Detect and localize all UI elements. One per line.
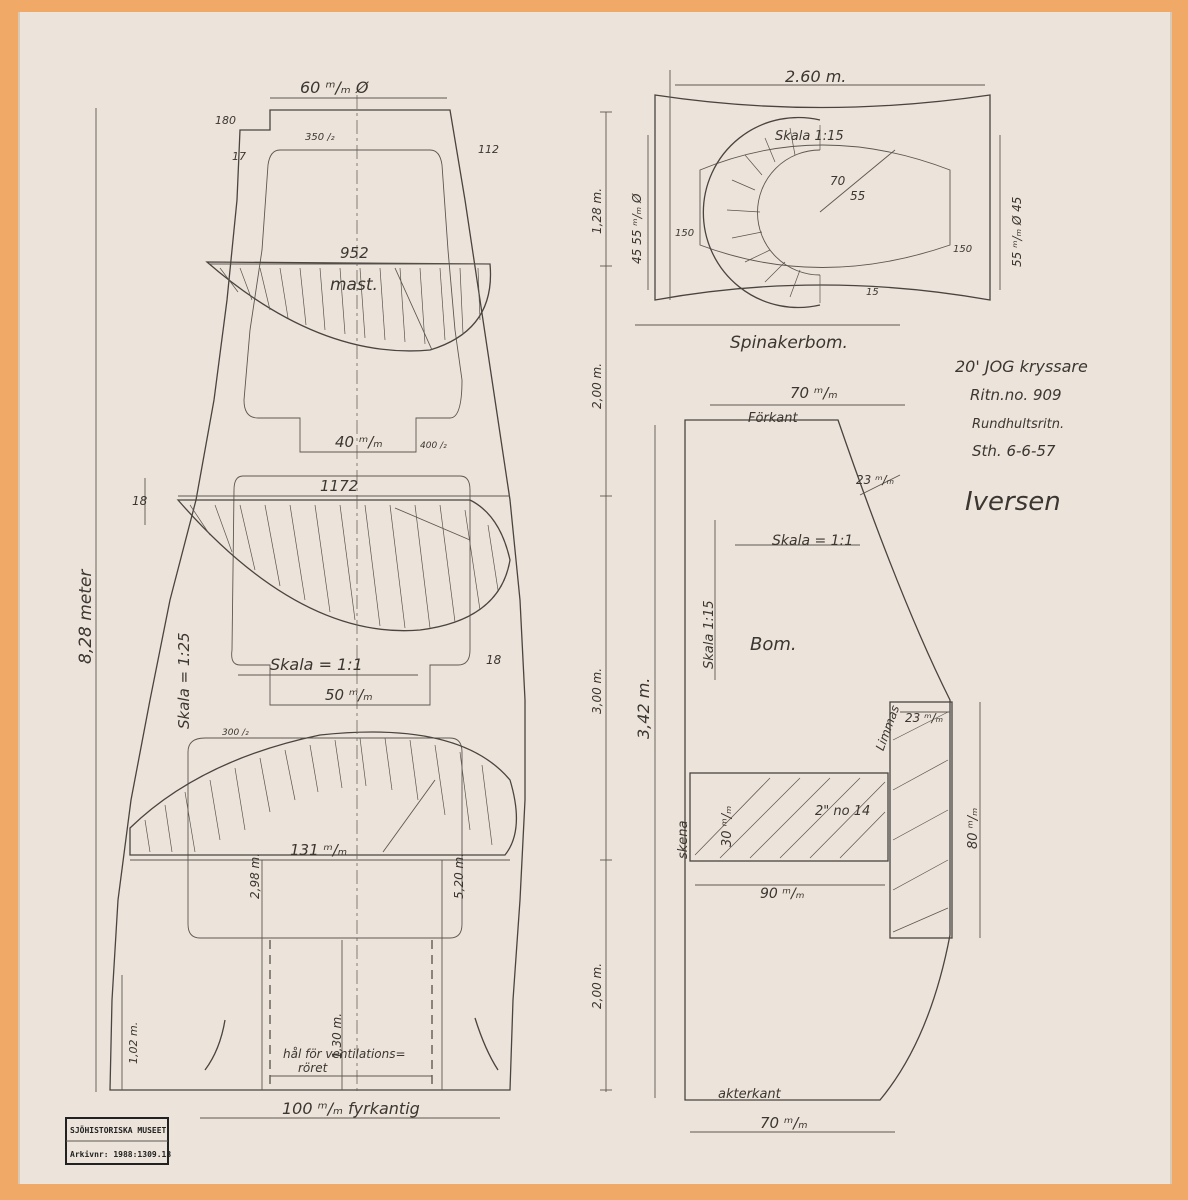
title-line-1: 20' JOG kryssare [955, 357, 1088, 376]
mast-dim-17: 17 [232, 150, 246, 163]
mast-width-1312: 131 ᵐ/ₘ [290, 841, 347, 859]
boom-height-80: 80 ᵐ/ₘ [966, 808, 981, 849]
spinnaker-dia-left: 45 55 ᵐ/ₘ Ø [630, 193, 644, 264]
mast-dim-18a: 18 [132, 494, 148, 508]
mast-height-130: 1,30 m. [330, 1013, 344, 1059]
mast-dim-180: 180 [215, 114, 236, 127]
mast-dimension-lines [95, 97, 612, 1119]
spinnaker-scale: Skala 1:15 [775, 129, 844, 144]
spinnaker-title: Spinakerbom. [730, 333, 848, 353]
mast-base-width: 100 ᵐ/ₘ fyrkantig [282, 1099, 420, 1118]
spinnaker-dia-right: 55 ᵐ/ₘ Ø 45 [1010, 197, 1024, 267]
mast-dim-350: 350 /₂ [305, 132, 335, 143]
spinnaker-dim-70: 70 [830, 174, 846, 188]
mast-dim-112: 112 [478, 143, 499, 156]
boom-length: 3,42 m. [634, 678, 653, 739]
boom-akterkant: akterkant [718, 1087, 782, 1102]
mast-top-diameter: 60 ᵐ/ₘ Ø [300, 78, 369, 97]
mast-height-520: 5,20 m. [452, 853, 466, 899]
mast-height-298: 2,98 m. [248, 853, 262, 899]
boom-scale-h: Skala = 1:1 [772, 533, 853, 549]
museum-stamp-archive: Arkivnr: 1988:1309.13 [70, 1149, 171, 1159]
mast-dim-18b: 18 [486, 653, 502, 667]
signature: Iversen [965, 487, 1061, 517]
boom [654, 404, 981, 1133]
mast-total-length: 8,28 meter [76, 569, 96, 664]
drawing-sheet [18, 12, 1172, 1184]
spinnaker-dim-150b: 150 [953, 244, 972, 255]
title-line-2: Ritn.no. 909 [970, 386, 1062, 404]
vent-note-line2: röret [298, 1061, 329, 1075]
mast-width-1172: 1172 [320, 477, 358, 495]
boom-scale-v: Skala 1:15 [702, 600, 717, 669]
boom-screw-note: 2" no 14 [815, 804, 870, 819]
section-hatch-1 [205, 261, 492, 352]
mast-length-128: 1,28 m. [590, 188, 604, 234]
title-line-3: Rundhultsritn. [972, 417, 1064, 432]
mast-outline [109, 95, 526, 1095]
section-hatch-3 [129, 731, 518, 856]
boom-dim-30: 30 ᵐ/ₘ [720, 806, 735, 847]
vent-note-line1: hål för ventilations= [283, 1047, 406, 1061]
mast-width-50: 50 ᵐ/ₘ [325, 686, 373, 704]
mast-dim-300: 300 /₂ [222, 728, 249, 738]
boom-dim-23b: 23 ᵐ/ₘ [905, 711, 943, 725]
mast-width-40: 40 ᵐ/ₘ [335, 433, 383, 451]
mast-title: mast. [330, 275, 378, 295]
mast-length-300: 3,00 m. [590, 668, 604, 714]
spinnaker-dim-150a: 150 [675, 228, 694, 239]
boom-forkant: Förkant [748, 411, 799, 426]
section-hatch-2 [176, 499, 511, 632]
mast-length-200a: 2,00 m. [590, 363, 604, 409]
museum-stamp-name: SJÖHISTORISKA MUSEET [70, 1125, 167, 1135]
mast-length-200b: 2,00 m. [590, 963, 604, 1009]
mast-width-952: 952 [340, 244, 369, 262]
boom-width-90: 90 ᵐ/ₘ [760, 886, 805, 902]
boom-limmas: Limmas [873, 703, 902, 752]
boom-width-bottom: 70 ᵐ/ₘ [760, 1114, 808, 1132]
mast-height-102: 1,02 m. [127, 1022, 140, 1064]
spinnaker-dim-55: 55 [850, 189, 865, 203]
spinnaker-boom [635, 70, 1001, 326]
boom-dim-23a: 23 ᵐ/ₘ [856, 473, 894, 487]
mast-dim-400: 400 /₂ [420, 441, 447, 451]
title-line-4: Sth. 6-6-57 [972, 442, 1056, 460]
mast-scale-mid: Skala = 1:1 [270, 655, 363, 674]
spinnaker-dim-15: 15 [866, 287, 879, 298]
boom-title: Bom. [750, 634, 797, 655]
mast-scale-side: Skala = 1:25 [175, 632, 193, 729]
spinnaker-length: 2.60 m. [785, 67, 846, 86]
boom-skena: skena [676, 820, 691, 859]
boom-width-top: 70 ᵐ/ₘ [790, 384, 838, 402]
